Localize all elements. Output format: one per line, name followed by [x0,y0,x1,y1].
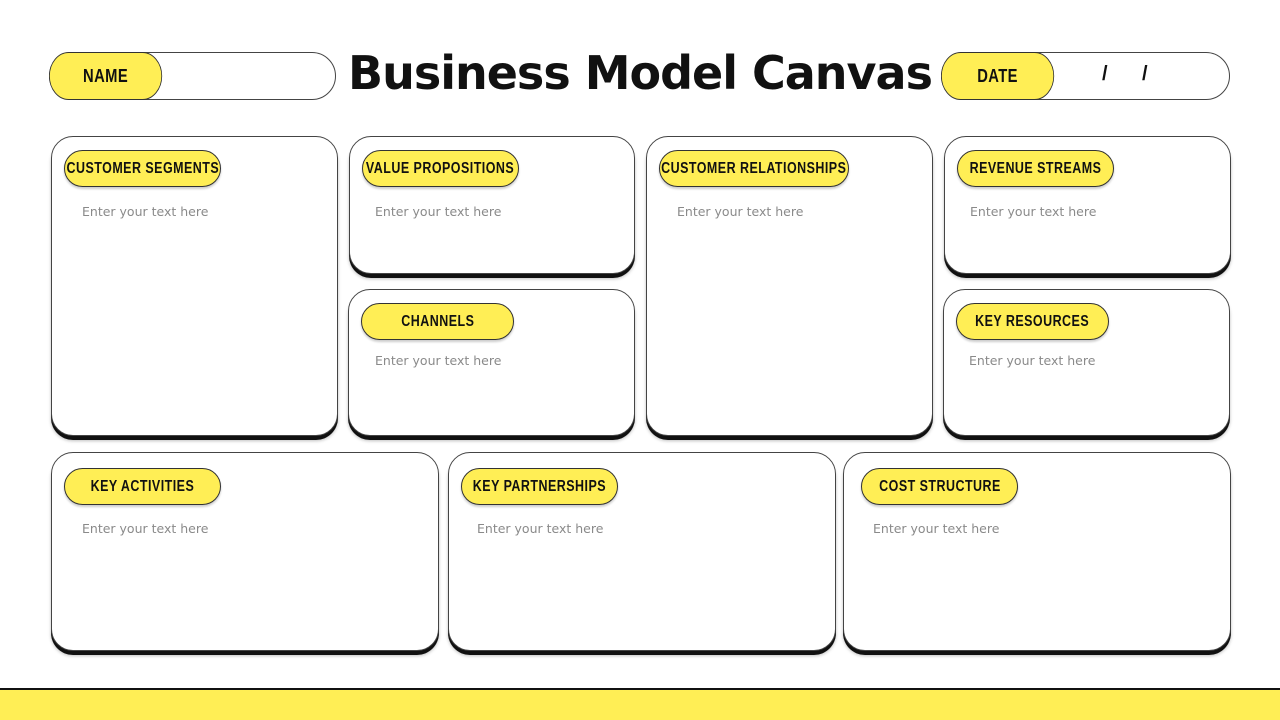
name-field[interactable]: NAME [49,52,336,100]
text-input[interactable]: Enter your text here [677,204,804,219]
section-key-resources: KEY RESOURCES Enter your text here [943,289,1230,436]
section-title: REVENUE STREAMS [969,159,1102,177]
text-input[interactable]: Enter your text here [375,204,502,219]
text-input[interactable]: Enter your text here [969,353,1096,368]
section-customer-segments: CUSTOMER SEGMENTS Enter your text here [51,136,338,436]
date-label-text: DATE [977,65,1018,86]
text-input[interactable]: Enter your text here [970,204,1097,219]
text-input[interactable]: Enter your text here [477,521,604,536]
section-tag: KEY ACTIVITIES [64,468,221,505]
section-cost-structure: COST STRUCTURE Enter your text here [843,452,1231,651]
section-title: CHANNELS [400,312,475,330]
section-title: CUSTOMER SEGMENTS [66,159,219,177]
footer-bar [0,688,1280,720]
name-label: NAME [49,52,163,100]
date-label: DATE [941,52,1055,100]
section-key-activities: KEY ACTIVITIES Enter your text here [51,452,439,651]
section-tag: KEY RESOURCES [956,303,1109,340]
text-input[interactable]: Enter your text here [873,521,1000,536]
section-title: KEY PARTNERSHIPS [472,477,607,495]
page-title: Business Model Canvas [348,46,933,100]
text-input[interactable]: Enter your text here [375,353,502,368]
section-tag: KEY PARTNERSHIPS [461,468,618,505]
section-value-propositions: VALUE PROPOSITIONS Enter your text here [349,136,635,274]
section-tag: COST STRUCTURE [861,468,1018,505]
section-customer-relationships: CUSTOMER RELATIONSHIPS Enter your text h… [646,136,933,436]
text-input[interactable]: Enter your text here [82,204,209,219]
section-channels: CHANNELS Enter your text here [348,289,635,436]
date-field[interactable]: DATE / / [941,52,1230,100]
section-title: CUSTOMER RELATIONSHIPS [661,159,847,177]
section-title: KEY ACTIVITIES [90,477,195,495]
section-title: KEY RESOURCES [975,312,1090,330]
section-tag: REVENUE STREAMS [957,150,1114,187]
section-tag: CHANNELS [361,303,514,340]
name-label-text: NAME [83,65,129,86]
date-separator: / [1142,63,1148,85]
section-revenue-streams: REVENUE STREAMS Enter your text here [944,136,1231,274]
section-key-partnerships: KEY PARTNERSHIPS Enter your text here [448,452,836,651]
date-separator: / [1102,63,1108,85]
section-title: COST STRUCTURE [878,477,1001,495]
text-input[interactable]: Enter your text here [82,521,209,536]
section-tag: CUSTOMER SEGMENTS [64,150,221,187]
section-title: VALUE PROPOSITIONS [366,159,515,177]
section-tag: CUSTOMER RELATIONSHIPS [659,150,849,187]
section-tag: VALUE PROPOSITIONS [362,150,519,187]
